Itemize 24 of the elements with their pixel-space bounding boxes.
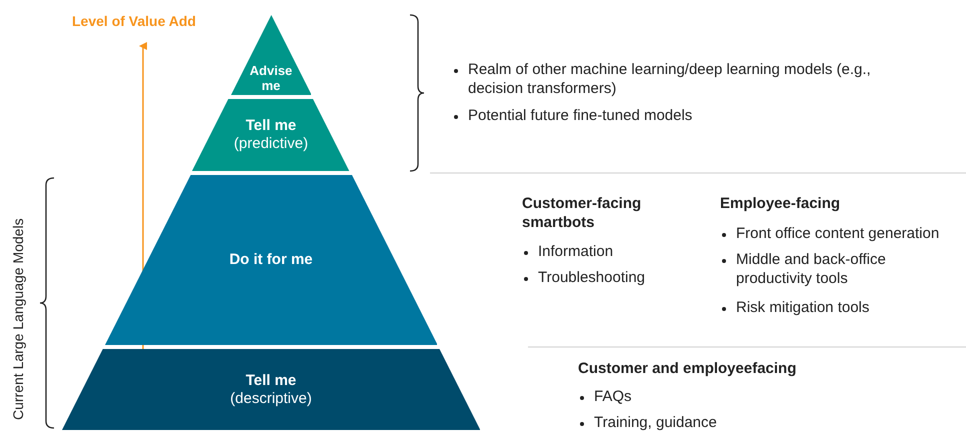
tier-title: Do it for me: [229, 251, 313, 269]
tier-title: Advise me: [248, 64, 294, 93]
bullet-text: Information: [538, 243, 614, 262]
bracket-label: Current Large Language Models: [10, 217, 27, 420]
section-heading: Customer and employeefacing: [578, 360, 798, 379]
axis-label: Level of Value Add: [72, 13, 196, 30]
bullet-text: Potential future fine-tuned models: [468, 107, 694, 126]
bullet-text: Risk mitigation tools: [736, 299, 870, 318]
bullet-text: Troubleshooting: [538, 269, 646, 288]
tier-subtitle: (descriptive): [230, 390, 312, 408]
tier-title: Tell me: [246, 372, 296, 390]
tier-subtitle: (predictive): [234, 135, 308, 153]
pyramid-tier-triangle: [230, 15, 312, 95]
bullet-text: FAQs: [594, 388, 633, 407]
pyramid-tier: [62, 349, 480, 430]
bullet-text: Front office content generation: [736, 225, 940, 244]
pyramid-tier: [104, 175, 438, 345]
bullet-text: Realm of other machine learning/deep learning models (e.g., decision transformers): [468, 61, 872, 98]
tier-title: Tell me: [246, 117, 296, 135]
section-heading: Customer-facing smartbots: [522, 195, 642, 232]
pyramid-tier: [192, 99, 350, 171]
section-heading: Employee-facing: [720, 195, 842, 214]
bullet-text: Middle and back-office productivity tools: [736, 251, 887, 288]
bullet-text: Training, guidance: [594, 414, 718, 432]
